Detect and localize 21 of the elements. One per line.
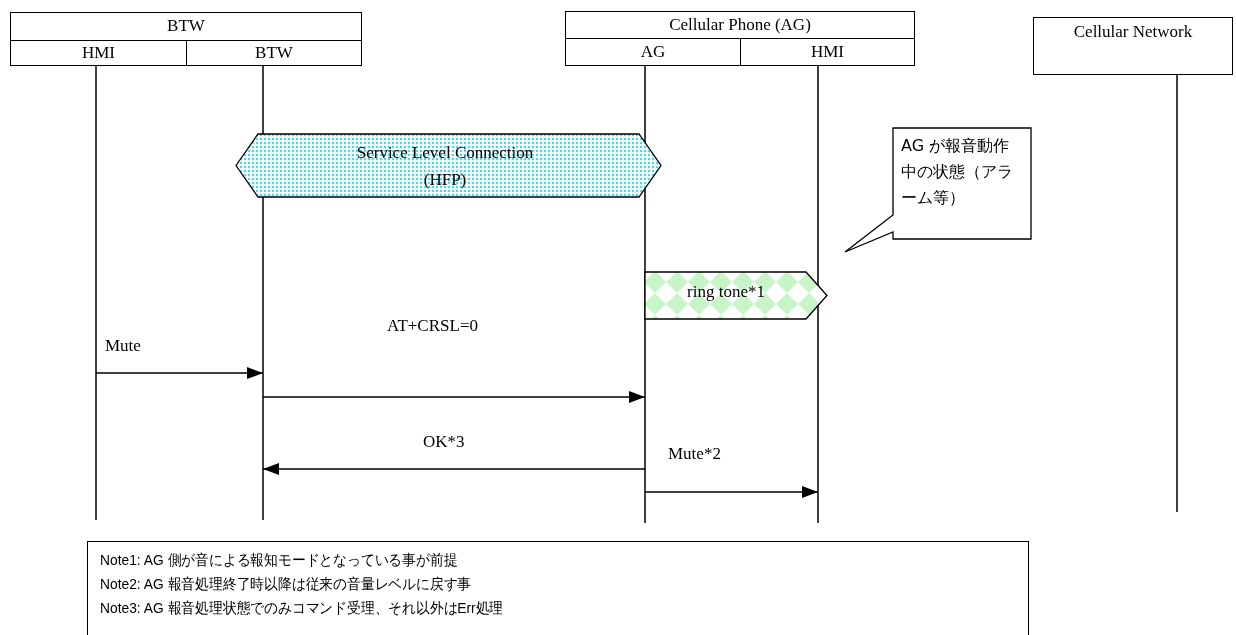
band-label: ring tone*1 xyxy=(686,282,766,302)
lifeline-header: AG xyxy=(565,38,741,66)
lifeline-header: Cellular Network xyxy=(1033,17,1233,75)
note-box xyxy=(87,541,1029,635)
lifeline-header: HMI xyxy=(740,38,915,66)
band-label: Service Level Connection (HFP) xyxy=(355,142,535,191)
message-arrow xyxy=(644,486,819,498)
lifeline-header: HMI xyxy=(10,40,187,66)
group-header: BTW xyxy=(10,12,362,41)
note-text: Note2: AG 報音処理終了時以降は従来の音量レベルに戻す事 xyxy=(100,575,472,594)
note-text: Note3: AG 報音処理状態でのみコマンド受理、それ以外はErr処理 xyxy=(100,599,504,618)
message-arrow xyxy=(95,367,264,379)
note-text: Note1: AG 側が音による報知モードとなっている事が前提 xyxy=(100,551,458,570)
group-header: Cellular Phone (AG) xyxy=(565,11,915,39)
lifeline-header: BTW xyxy=(186,40,362,66)
message-arrow xyxy=(262,463,646,475)
message-arrow xyxy=(262,391,646,403)
connection-hexagon xyxy=(235,133,662,198)
callout-text: AG が報音動作中の状態（アラーム等） xyxy=(901,135,1013,209)
callout-bubble xyxy=(845,127,1032,253)
ring-tone-band xyxy=(644,271,828,320)
